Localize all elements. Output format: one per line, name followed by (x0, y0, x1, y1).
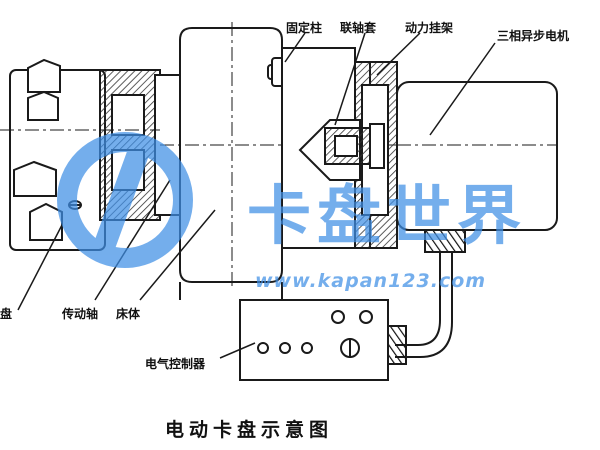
watermark-brand-text: 卡盘世界 (247, 180, 527, 254)
three-phase-motor (396, 81, 558, 253)
label-drive-shaft: 传动轴 (61, 306, 98, 321)
label-coupling-sleeve: 联轴套 (340, 20, 377, 35)
leader-lines (17, 32, 496, 359)
label-three-phase-motor: 三相异步电机 (497, 28, 569, 43)
label-fixed-column: 固定柱 (286, 20, 322, 35)
label-electric-controller: 电气控制器 (145, 356, 206, 371)
electric-controller (239, 299, 389, 381)
watermark: 卡盘世界 www.kapan123.com (57, 132, 527, 292)
label-lathe-body: 床体 (116, 306, 141, 321)
label-chuck: 盘 (0, 306, 12, 321)
labels: 固定柱 联轴套 动力挂架 三相异步电机 盘 传动轴 床体 电气控制器 (0, 20, 569, 371)
watermark-logo-icon (57, 132, 193, 268)
watermark-logo-bar (93, 149, 149, 252)
power-cable (387, 252, 453, 365)
lathe-bed (179, 282, 283, 300)
coupling-sleeve (324, 123, 385, 169)
diagram-caption: 电动卡盘示意图 (165, 418, 333, 441)
watermark-url: www.kapan123.com (255, 270, 486, 292)
label-power-bracket: 动力挂架 (405, 20, 453, 35)
